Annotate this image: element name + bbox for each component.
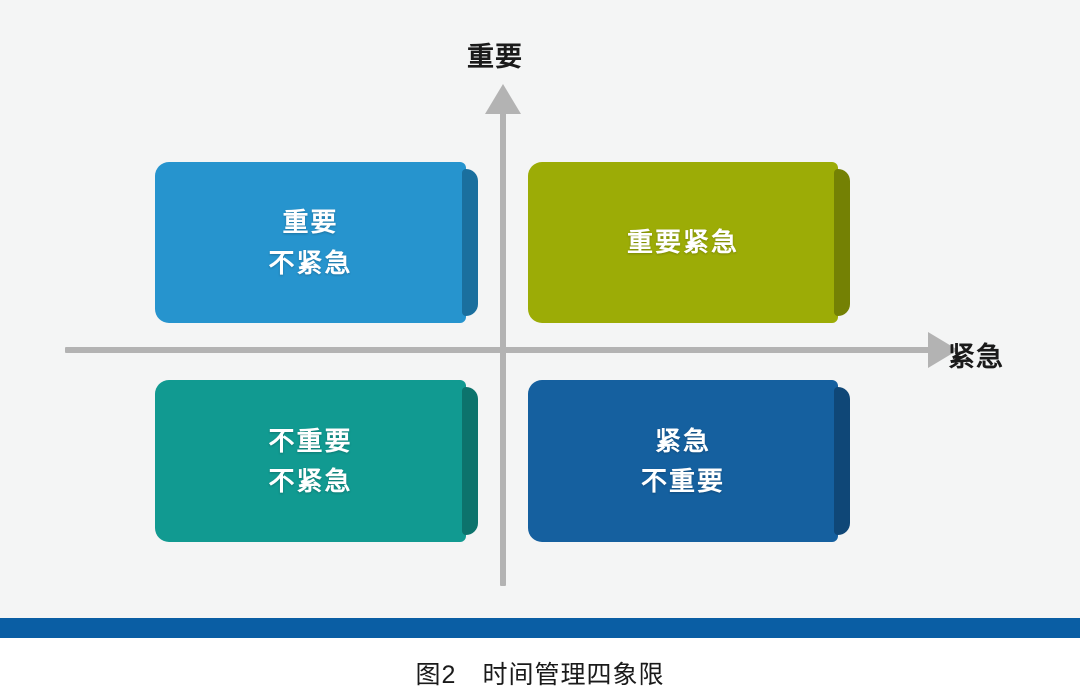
quadrant-label-group: 重要紧急 (528, 222, 850, 262)
quadrant-label-line-1: 不重要 (268, 425, 353, 456)
quadrant-bevel (834, 387, 850, 535)
horizontal-axis-label: 紧急 (948, 342, 1004, 372)
vertical-axis-label: 重要 (467, 42, 523, 72)
vertical-axis-arrow-icon (485, 84, 521, 114)
vertical-axis-line (500, 108, 506, 586)
quadrant-important-not-urgent[interactable]: 重要 不紧急 (155, 162, 478, 323)
quadrant-label-line-2: 不重要 (640, 466, 725, 496)
quadrant-bevel (462, 387, 478, 535)
quadrant-label-group: 紧急 不重要 (528, 421, 850, 502)
quadrant-label-line-1: 重要 (282, 207, 339, 238)
quadrant-face (155, 380, 466, 542)
diagram-canvas: 重要 紧急 重要 不紧急 重要紧急 不重要 不紧急 (0, 0, 1080, 618)
quadrant-label-line-1: 紧急 (654, 425, 711, 456)
quadrant-face (155, 162, 466, 323)
horizontal-axis-arrow-icon (928, 332, 958, 368)
quadrant-label-group: 重要 不紧急 (155, 202, 478, 283)
quadrant-important-urgent[interactable]: 重要紧急 (528, 162, 850, 323)
figure-caption: 图2 时间管理四象限 (415, 661, 665, 689)
quadrant-label-line-1: 重要紧急 (626, 227, 739, 258)
quadrant-label-line-2: 不紧急 (268, 466, 353, 496)
quadrant-not-important-not-urgent[interactable]: 不重要 不紧急 (155, 380, 478, 542)
bottom-divider-rule (0, 618, 1080, 638)
quadrant-face (528, 162, 838, 323)
quadrant-label-group: 不重要 不紧急 (155, 421, 478, 502)
quadrant-urgent-not-important[interactable]: 紧急 不重要 (528, 380, 850, 542)
quadrant-label-line-2: 不紧急 (268, 247, 353, 278)
quadrant-bevel (834, 169, 850, 316)
quadrant-bevel (462, 169, 478, 316)
quadrant-face (528, 380, 838, 542)
